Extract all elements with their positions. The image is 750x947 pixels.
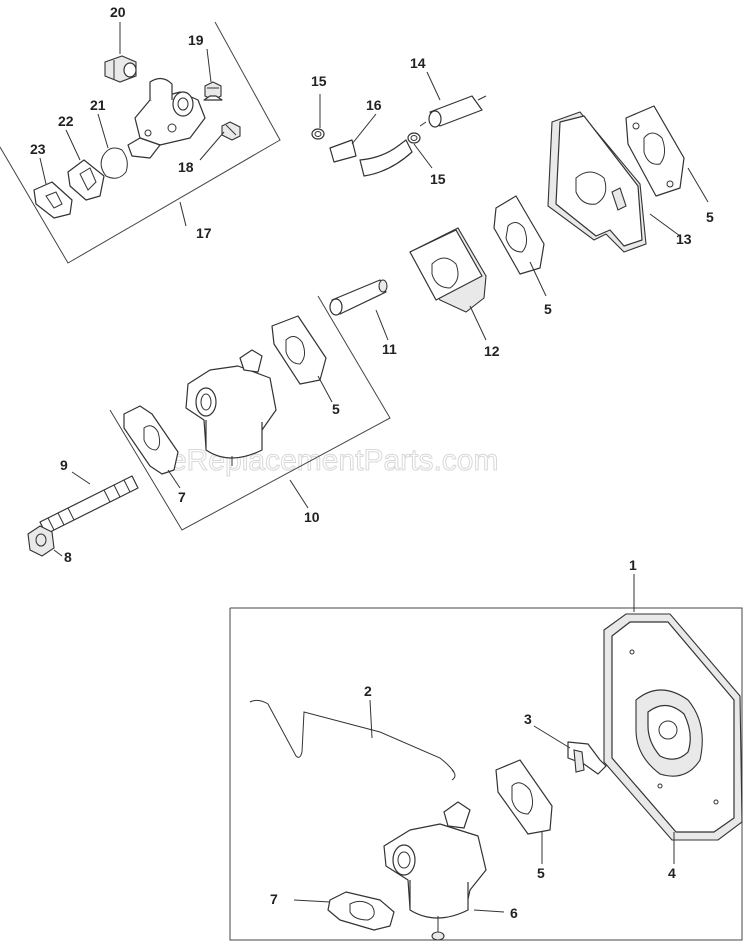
part-5-gasket-top-right[interactable] [625,105,685,197]
callout-14: 14 [410,55,426,71]
part-15-hose-clamp-right[interactable] [407,132,421,144]
part-4-heat-shield-plate[interactable] [603,613,743,841]
callout-20: 20 [110,4,126,20]
callout-3: 3 [524,711,532,727]
callout-4: 4 [668,865,676,881]
kit-group-outline [229,607,743,941]
part-6-carburetor-lower[interactable] [383,801,487,941]
callout-21: 21 [90,97,106,113]
callout-2: 2 [364,683,372,699]
callout-12: 12 [484,343,500,359]
part-5-gasket-middle[interactable] [493,195,545,275]
part-7-gasket-upper[interactable] [123,405,179,475]
callout-7-lower: 7 [270,891,278,907]
callout-15-right: 15 [430,171,446,187]
callout-23: 23 [30,141,46,157]
part-19-bolt[interactable] [203,81,223,101]
part-3-bracket[interactable] [567,741,607,775]
callout-13: 13 [676,231,692,247]
part-13-heat-shield[interactable] [547,111,647,253]
part-21-o-ring[interactable] [100,147,128,179]
callout-5-lower: 5 [537,865,545,881]
leader-lines [39,22,709,913]
callout-5-top-right: 5 [706,209,714,225]
callout-8: 8 [64,549,72,565]
callout-22: 22 [58,113,74,129]
part-16-fuel-hose[interactable] [329,139,413,177]
callout-11: 11 [382,341,397,357]
callout-9: 9 [60,457,68,473]
part-2-throttle-rod[interactable] [249,699,456,781]
callout-1: 1 [629,557,637,573]
callout-19: 19 [188,32,204,48]
callout-18: 18 [178,159,194,175]
carburetor-group-outline [109,295,391,531]
callout-5-left: 5 [332,401,340,417]
callout-7-upper: 7 [178,489,186,505]
part-5-gasket-lower[interactable] [495,759,553,835]
part-5-gasket-left[interactable] [271,315,327,385]
callout-6: 6 [510,905,518,921]
part-8-nut[interactable] [27,525,55,557]
part-22-gasket[interactable] [67,159,105,201]
part-20-elbow-fitting[interactable] [104,55,137,83]
fuel-pump-group-outline [0,21,281,264]
part-11-long-bolt[interactable] [329,279,388,316]
carburetor-upper[interactable] [185,349,277,466]
callout-16: 16 [366,97,382,113]
callout-17: 17 [196,225,212,241]
part-9-stud[interactable] [39,475,139,535]
fuel-pump-body[interactable] [127,77,206,159]
callout-labels: 20 19 22 21 23 18 17 15 16 14 15 13 5 5 … [30,4,714,921]
callout-10: 10 [304,509,320,525]
part-7-gasket-lower[interactable] [327,891,395,931]
part-14-fuel-filter[interactable] [419,95,487,128]
callout-5-middle: 5 [544,301,552,317]
part-23-gasket[interactable] [33,181,73,219]
callout-15-left: 15 [311,73,327,89]
part-18-bolt[interactable] [221,121,241,141]
part-12-spacer[interactable] [409,227,487,313]
part-15-hose-clamp-left[interactable] [311,128,325,140]
